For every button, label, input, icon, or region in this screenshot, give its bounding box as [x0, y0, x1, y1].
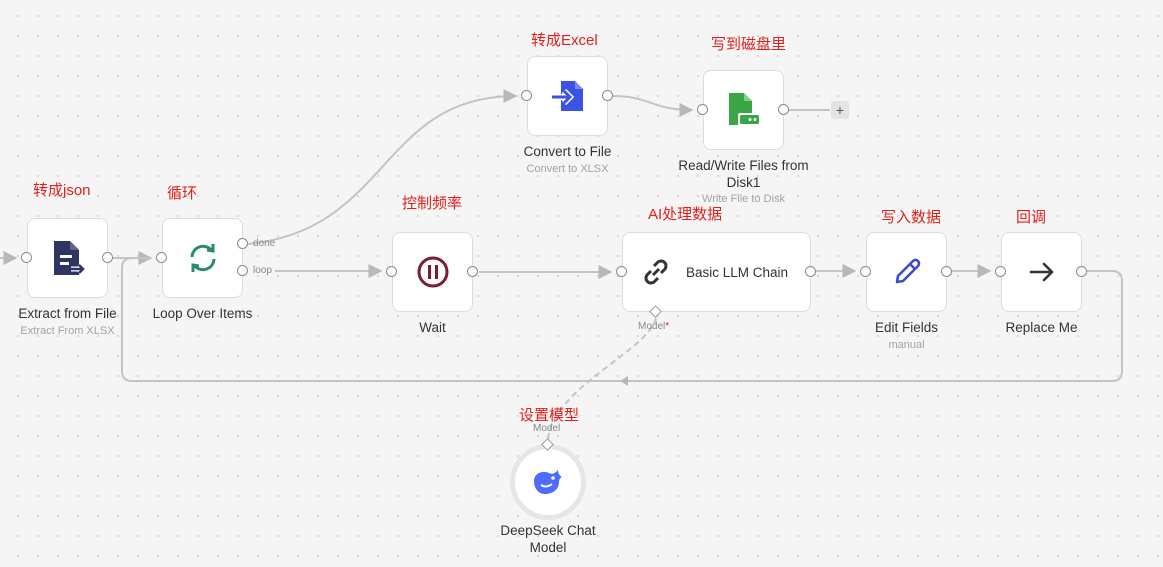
edge-done-convert [247, 89, 518, 245]
rw-subtitle: Write File to Disk [702, 193, 785, 205]
annotation-disk: 写到磁盘里 [711, 36, 787, 53]
extract-output-handle[interactable] [102, 252, 113, 263]
replace-title: Replace Me [1005, 320, 1078, 335]
loop-loop-label: loop [253, 265, 272, 276]
annotation-json: 转成json [33, 182, 91, 199]
replace-output-handle[interactable] [1076, 266, 1087, 277]
deepseek-title-line1: DeepSeek Chat [500, 523, 596, 538]
convert-subtitle: Convert to XLSX [526, 163, 609, 175]
node-read-write-files[interactable] [703, 70, 784, 150]
annotation-rate: 控制频率 [402, 195, 463, 212]
llm-model-label-text: Model [638, 321, 666, 332]
node-loop-over-items[interactable] [162, 218, 243, 298]
arrow-right-icon [1027, 257, 1057, 287]
extract-title: Extract from File [18, 306, 117, 321]
edit-subtitle: manual [888, 339, 925, 351]
pause-icon [415, 254, 451, 290]
convert-title: Convert to File [523, 144, 612, 159]
rw-input-handle[interactable] [697, 104, 708, 115]
node-replace-me[interactable] [1001, 232, 1082, 312]
node-basic-llm-chain[interactable]: Basic LLM Chain [622, 232, 811, 312]
loop-done-label: done [253, 238, 276, 249]
edit-input-handle[interactable] [860, 266, 871, 277]
rw-title-line2: Disk1 [726, 175, 761, 190]
link-icon [638, 254, 674, 290]
llm-model-required-mark: * [665, 321, 670, 332]
annotation-loop: 循环 [167, 185, 198, 202]
add-node-button[interactable]: + [831, 101, 849, 119]
llm-model-label: Model* [638, 321, 669, 332]
node-convert-to-file[interactable] [527, 56, 608, 136]
annotation-write: 写入数据 [881, 209, 942, 226]
loop-input-handle[interactable] [156, 252, 167, 263]
rw-output-handle[interactable] [778, 104, 789, 115]
convert-input-handle[interactable] [521, 90, 532, 101]
annotation-callback: 回调 [1016, 209, 1047, 226]
edge-model-llm [547, 317, 657, 443]
llm-input-handle[interactable] [616, 266, 627, 277]
node-extract-from-file[interactable] [27, 218, 108, 298]
extract-subtitle: Extract From XLSX [20, 325, 115, 337]
pencil-icon [889, 254, 925, 290]
file-export-icon [49, 239, 87, 277]
annotation-model: 设置模型 [519, 407, 580, 424]
replace-input-handle[interactable] [995, 266, 1006, 277]
deepseek-title-line2: Model [529, 540, 567, 555]
rw-title-line1: Read/Write Files from [678, 158, 809, 173]
edge-convert-rw [612, 95, 694, 117]
loop-loop-handle[interactable] [237, 265, 248, 276]
loop-title: Loop Over Items [152, 306, 253, 321]
llm-output-handle[interactable] [805, 266, 816, 277]
wait-output-handle[interactable] [467, 266, 478, 277]
convert-output-handle[interactable] [602, 90, 613, 101]
loop-done-handle[interactable] [237, 238, 248, 249]
deepseek-model-top-label: Model [533, 423, 561, 434]
wait-input-handle[interactable] [386, 266, 397, 277]
extract-input-handle[interactable] [21, 252, 32, 263]
node-wait[interactable] [392, 232, 473, 312]
edit-output-handle[interactable] [941, 266, 952, 277]
deepseek-whale-icon [531, 467, 565, 497]
file-drive-icon [725, 91, 763, 129]
wait-title: Wait [419, 320, 446, 335]
node-edit-fields[interactable] [866, 232, 947, 312]
node-deepseek-chat-model[interactable] [510, 444, 586, 520]
llm-title: Basic LLM Chain [686, 264, 789, 280]
file-import-icon [549, 77, 587, 115]
annotation-excel: 转成Excel [531, 32, 598, 49]
loopback-arrowhead [620, 376, 628, 386]
refresh-icon [186, 241, 220, 275]
edit-title: Edit Fields [874, 320, 939, 335]
annotation-ai: AI处理数据 [648, 206, 723, 223]
